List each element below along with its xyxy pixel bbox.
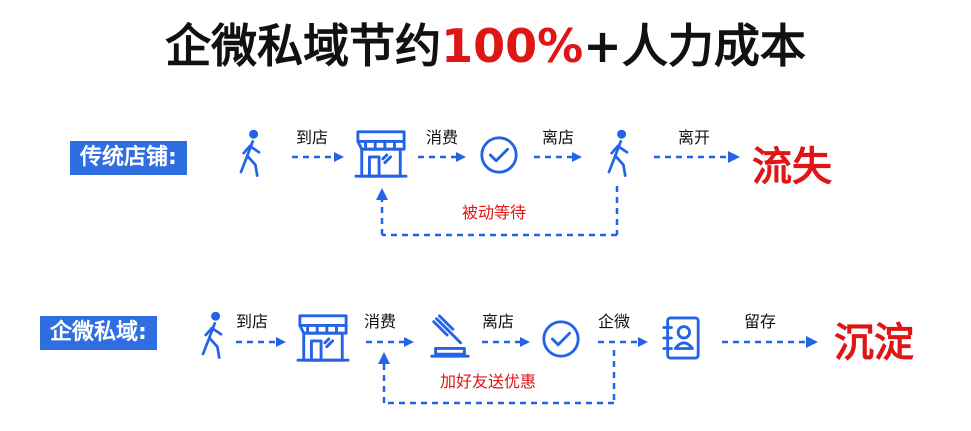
row1-label-leave-store: 离店 — [542, 128, 575, 147]
row2-loop-label: 加好友送优惠 — [440, 372, 537, 391]
walking-person-icon — [607, 128, 629, 178]
row2-label-leave-store: 离店 — [482, 312, 515, 331]
page-title: 企微私域节约100%+人力成本 — [0, 14, 971, 78]
row1-label-depart: 离开 — [678, 128, 711, 147]
gavel-icon — [430, 314, 470, 358]
title-highlight: 100% — [441, 19, 584, 73]
row1-arrows — [292, 151, 740, 237]
row1-label-arrive: 到店 — [296, 128, 329, 147]
title-main: 企微私域节约 — [165, 19, 442, 73]
row2-tag: 企微私域: — [40, 316, 157, 350]
row2-label-wecom: 企微 — [598, 312, 631, 331]
check-circle-icon — [480, 136, 518, 174]
row2-label-arrive: 到店 — [236, 312, 269, 331]
title-tail: +人力成本 — [583, 19, 806, 73]
contact-book-icon — [662, 316, 700, 360]
store-icon — [354, 130, 408, 178]
walking-person-icon — [201, 310, 223, 360]
row2-result: 沉淀 — [834, 320, 914, 366]
row2-label-consume: 消费 — [364, 312, 397, 331]
walking-person-icon — [239, 128, 261, 178]
row1-result: 流失 — [752, 144, 832, 190]
store-icon — [296, 314, 350, 362]
row1-label-consume: 消费 — [426, 128, 459, 147]
row1-loop-label: 被动等待 — [462, 203, 527, 222]
row2-arrows — [236, 336, 818, 405]
row1-tag: 传统店铺: — [70, 141, 187, 175]
check-circle-icon — [542, 320, 580, 358]
row2-label-retain: 留存 — [744, 312, 777, 331]
